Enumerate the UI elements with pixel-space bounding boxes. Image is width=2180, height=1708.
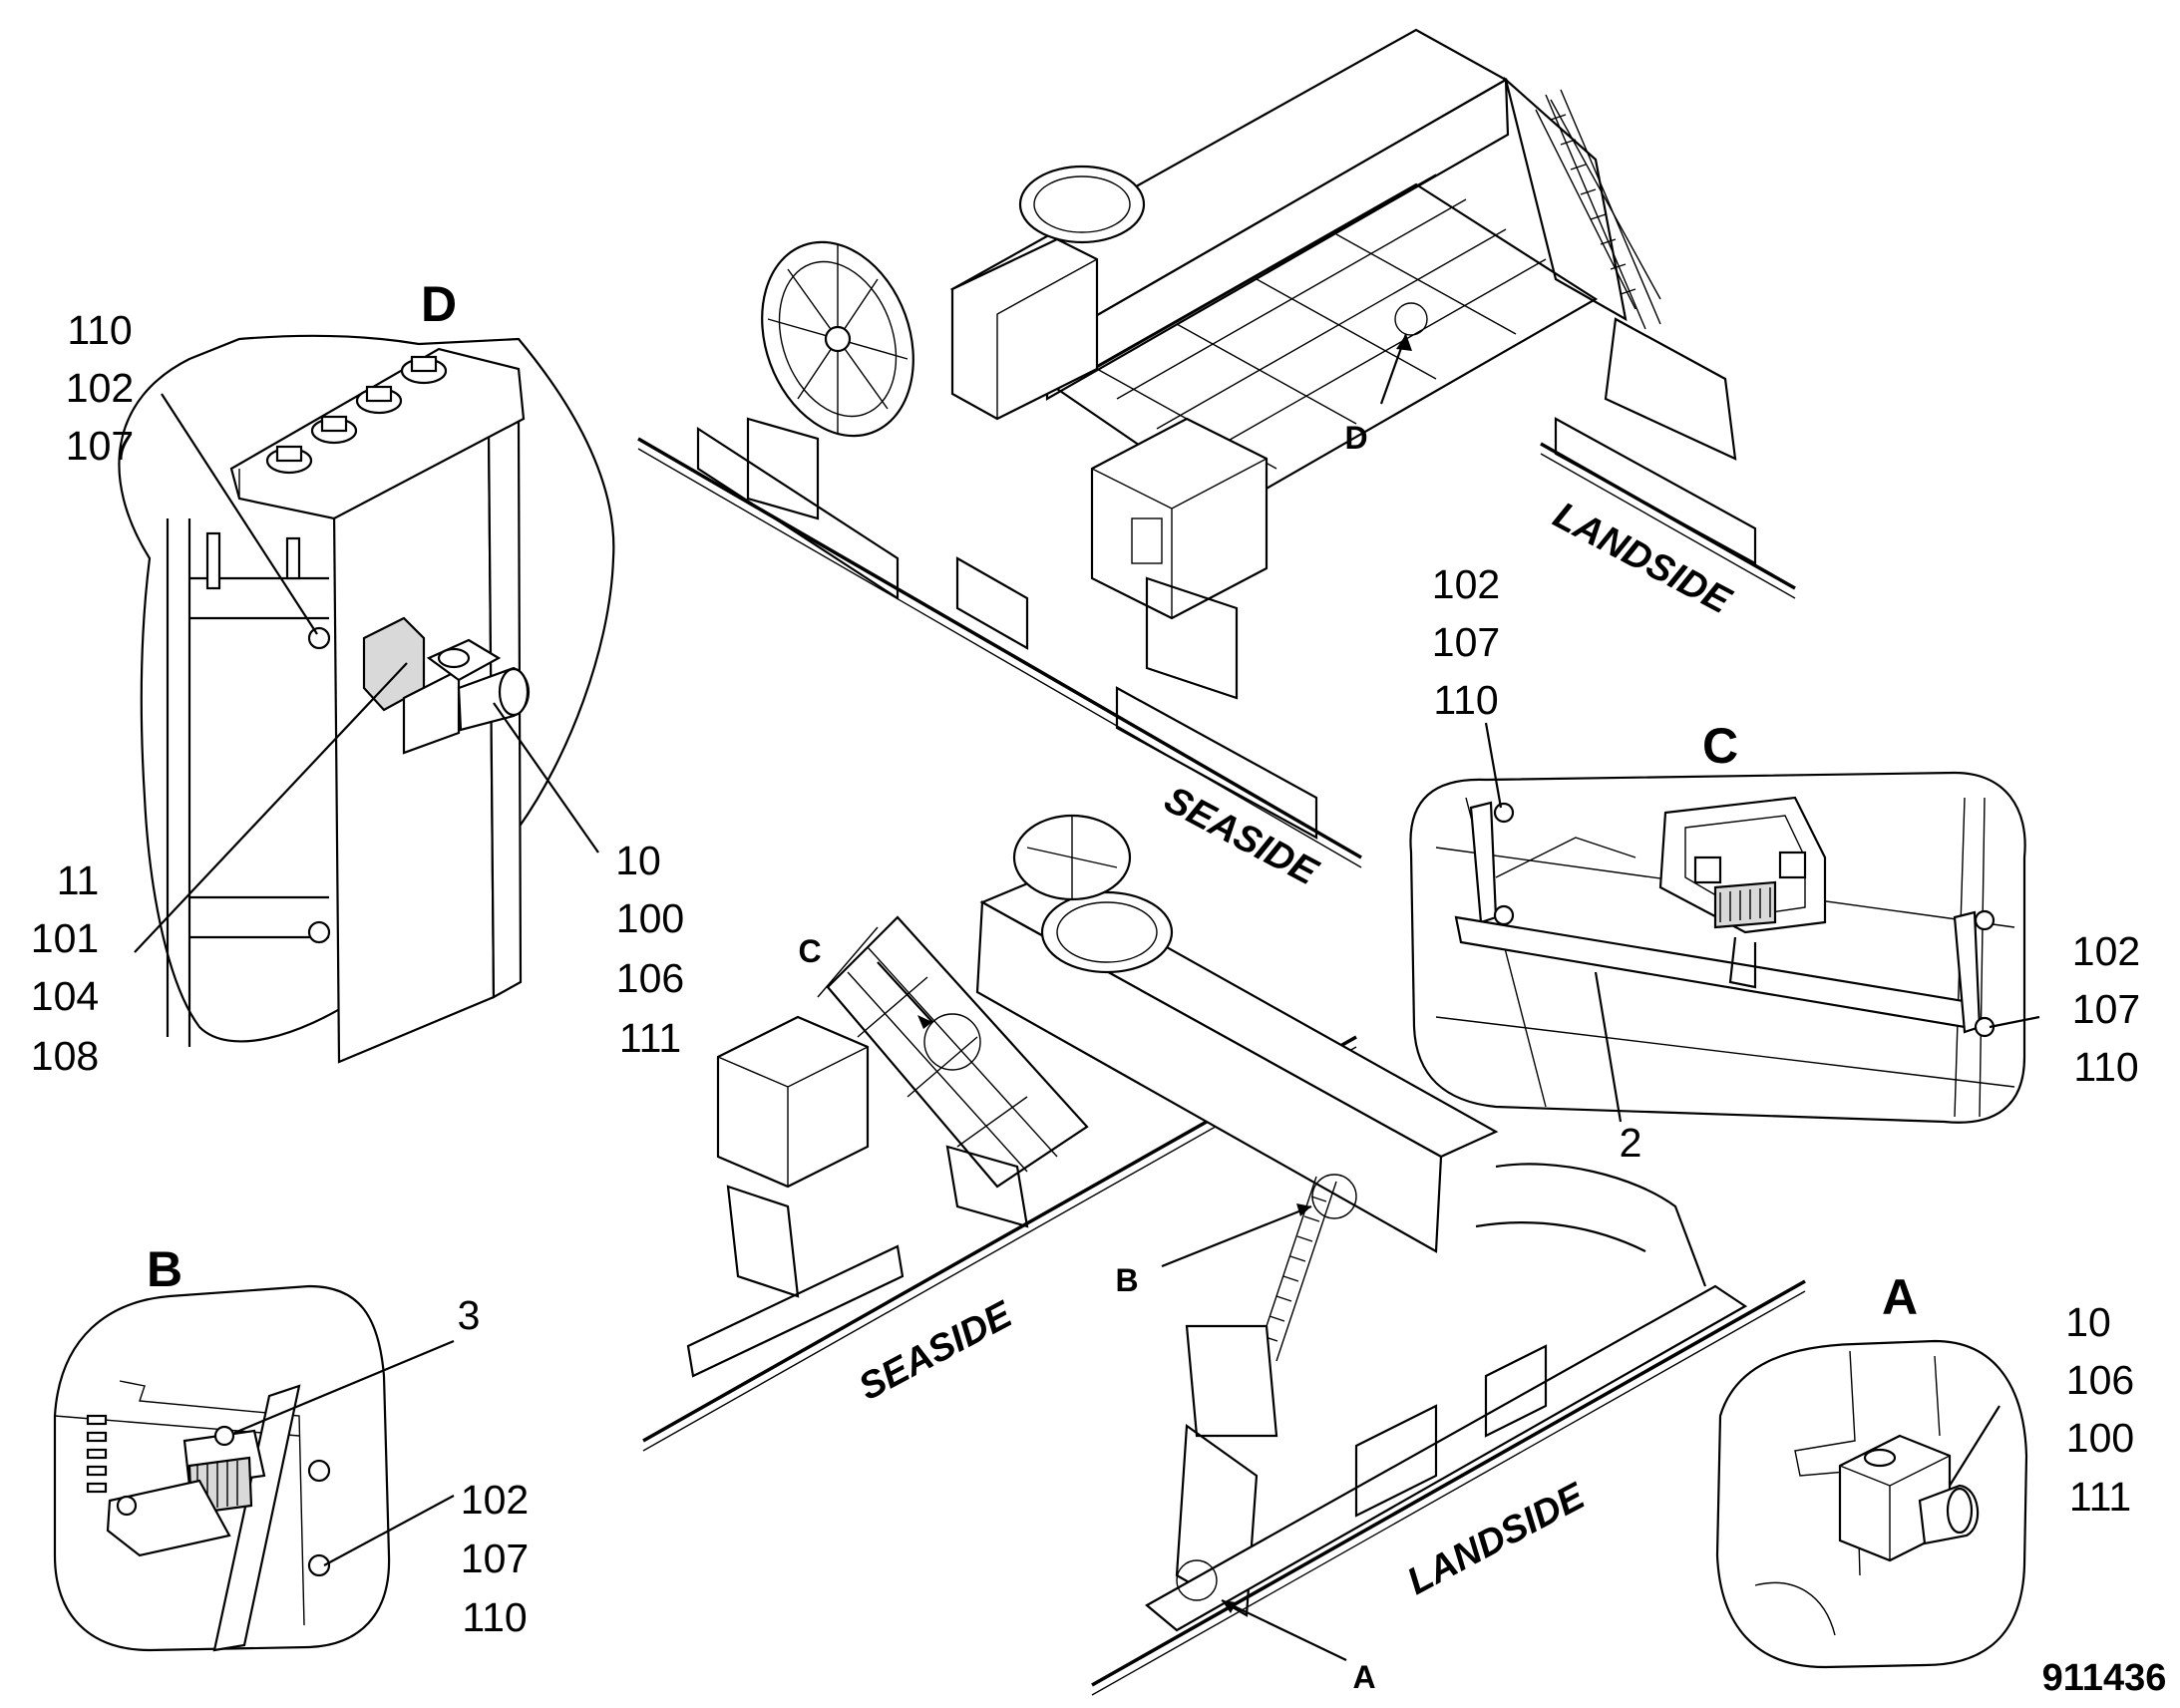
proximity-sensor [362,616,530,755]
callout: 11 [57,857,100,903]
machine-view-top: D LANDSIDE SEASIDE [637,28,1796,894]
callout: 100 [616,895,684,941]
callout: 102 [461,1477,529,1523]
callout: 111 [2069,1474,2131,1520]
detail-a: A 10 106 100 111 [1715,1269,2134,1669]
callout: 108 [31,1033,99,1079]
callout: 2 [1620,1120,1642,1166]
callout: 3 [458,1292,481,1338]
callout: 102 [66,365,134,411]
detail-b: B 3 102 107 110 [53,1241,529,1652]
detail-c: C 102 107 110 102 107 110 2 [1409,561,2140,1166]
callout: 111 [619,1015,681,1061]
callout: 107 [461,1536,529,1581]
marker-d: D [1344,420,1367,456]
figure-number: 911436 [2042,1657,2167,1699]
detail-c-letter: C [1702,718,1738,774]
marker-c: C [798,933,821,969]
detail-b-letter: B [147,1241,182,1297]
callout: 110 [1433,677,1498,723]
callout: 106 [616,955,684,1001]
callout: 102 [2072,928,2140,974]
callout: 110 [2073,1044,2138,1090]
callout: 110 [462,1594,527,1640]
callout: 107 [66,423,134,469]
detail-d: D 110 102 107 11 101 104 108 10 100 106 … [31,276,684,1079]
callout: 10 [2065,1299,2111,1345]
callout: 110 [67,307,132,353]
callout: 10 [615,838,661,883]
detail-d-letter: D [421,276,457,332]
callout: 107 [1432,619,1500,665]
callout: 107 [2072,986,2140,1032]
detail-a-letter: A [1882,1269,1918,1325]
callout: 102 [1432,561,1500,607]
marker-b: B [1115,1262,1138,1298]
callout: 100 [2066,1415,2134,1461]
callout: 104 [31,973,99,1019]
callout: 106 [2066,1357,2134,1403]
cable-reel [761,240,914,438]
marker-a: A [1352,1659,1375,1695]
bolt-heads [265,355,448,475]
callout: 101 [31,915,99,961]
